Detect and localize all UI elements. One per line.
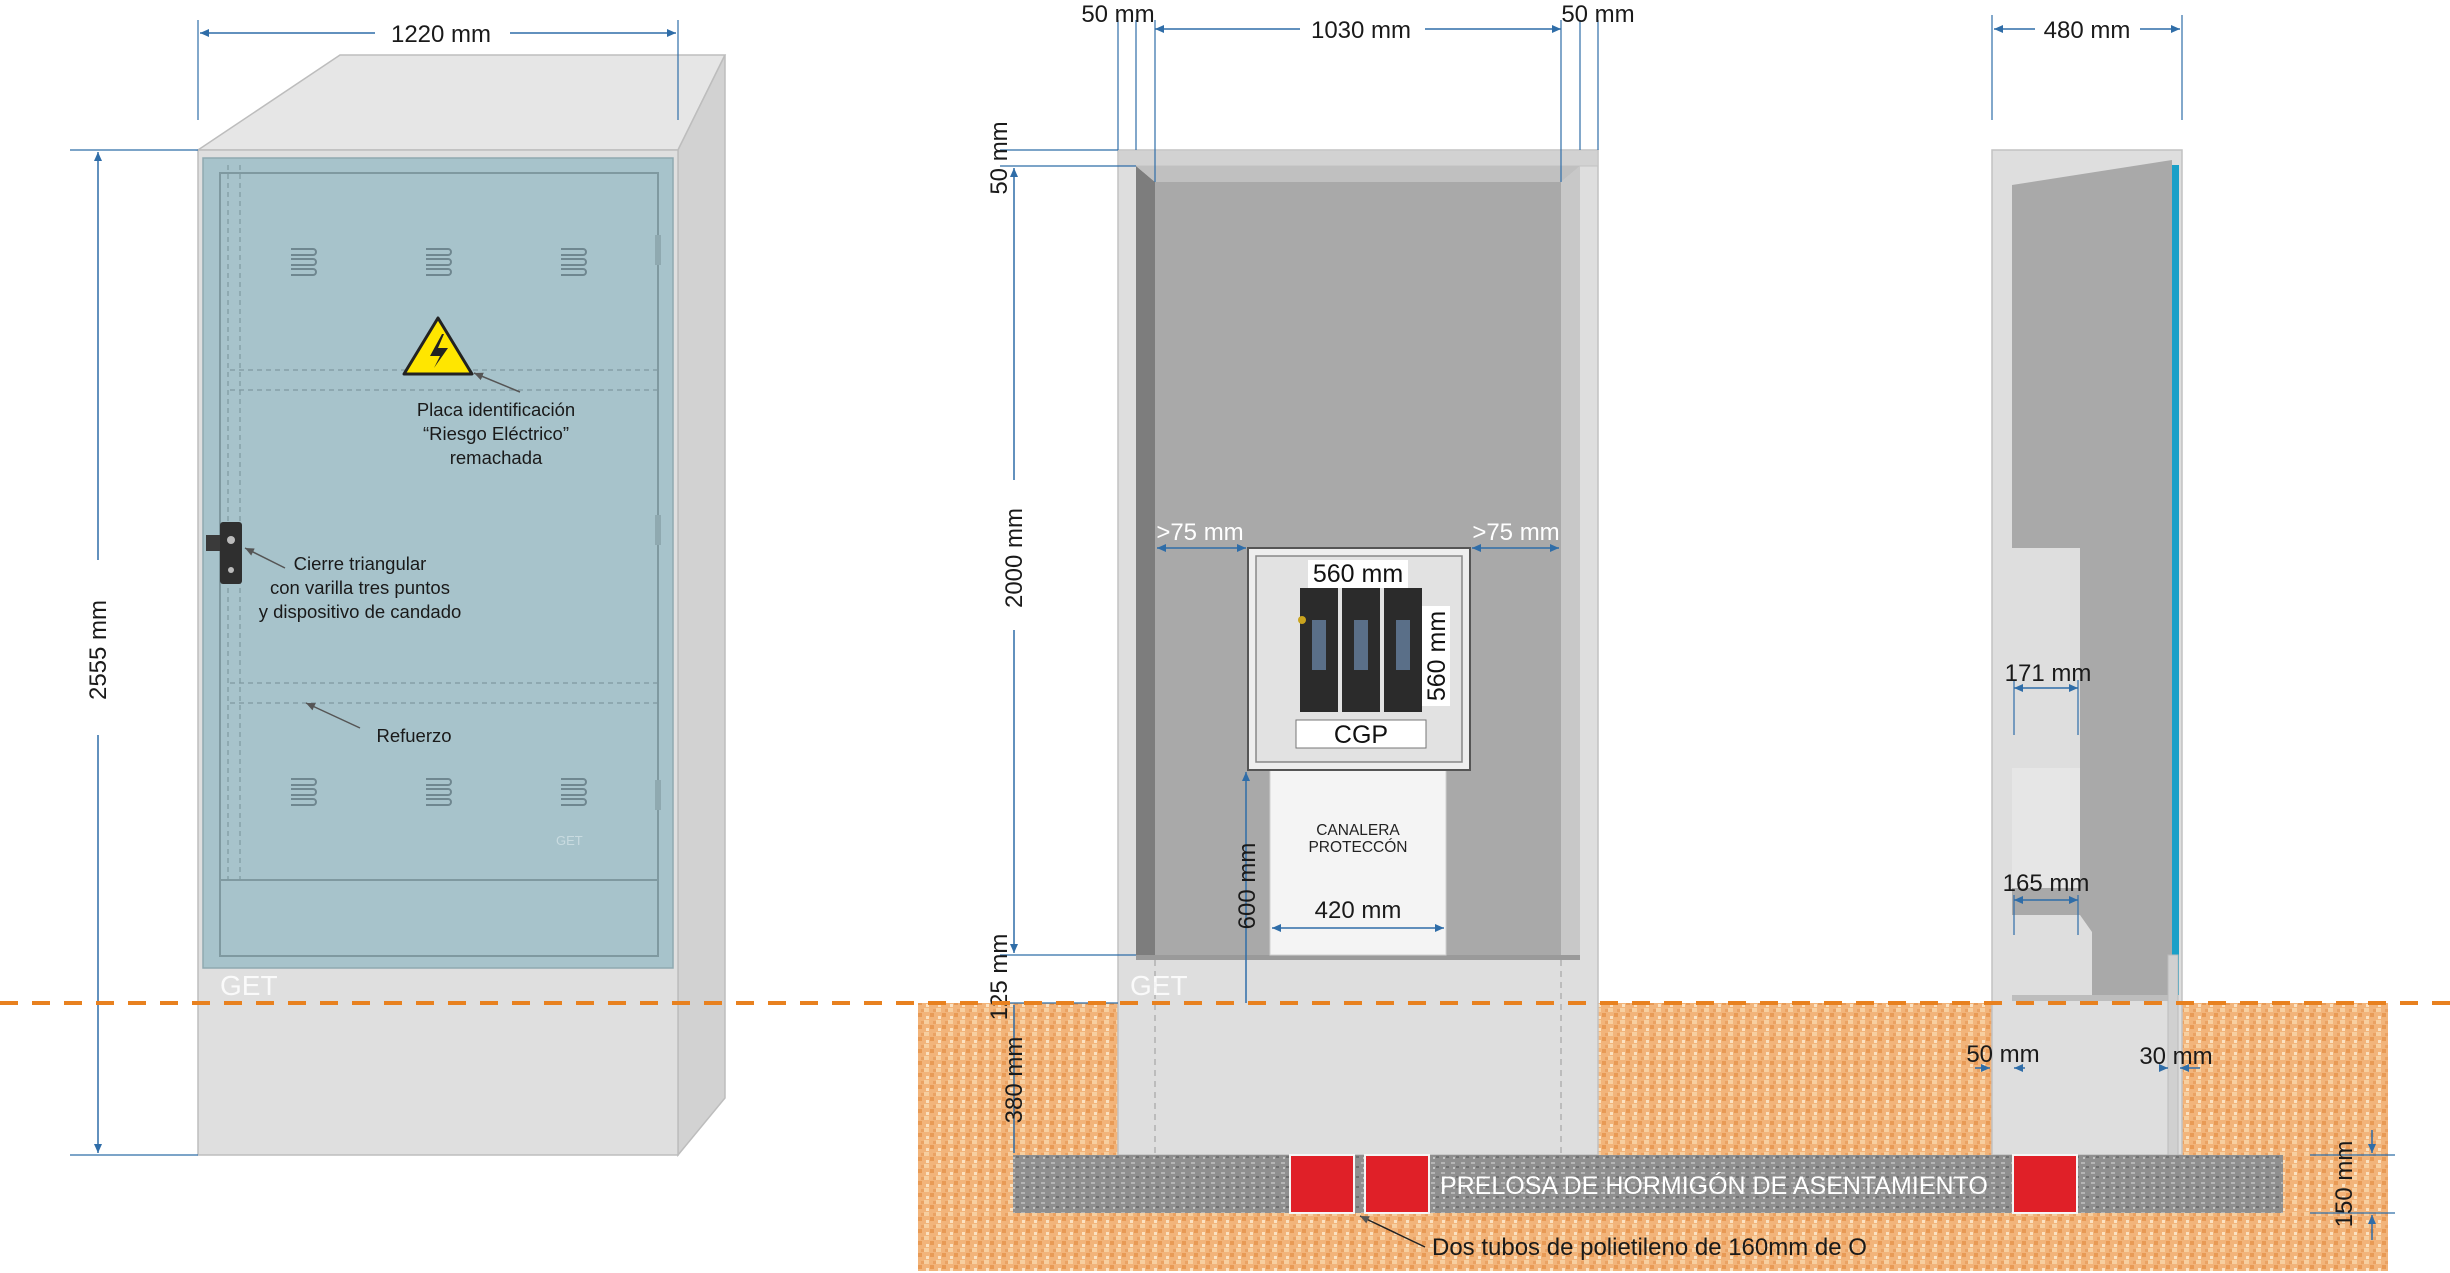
- inner-width-dim: 1030 mm: [1311, 17, 1411, 44]
- lock-callout-line3: y dispositivo de candado: [259, 601, 462, 622]
- upper-bracket-dim: 171 mm: [2005, 660, 2092, 687]
- tubes-callout: Dos tubos de polietileno de 160mm de O: [1432, 1234, 1867, 1261]
- interior-dimensions: [1000, 20, 1599, 1153]
- cgp-width-dim: 560 mm: [1313, 560, 1403, 588]
- sign-callout-line1: Placa identificación: [417, 399, 575, 420]
- cgp-label: CGP: [1334, 721, 1388, 749]
- side-cabinet: [1991, 149, 2183, 1156]
- lock-callout-line1: Cierre triangular: [294, 553, 427, 574]
- reinforcement-callout: Refuerzo: [376, 725, 451, 746]
- channel-label-line1: CANALERA: [1316, 822, 1400, 839]
- electrical-hazard-icon: [402, 316, 474, 376]
- slab-label: PRELOSA DE HORMIGÓN DE ASENTAMIENTO: [1440, 1171, 1988, 1200]
- slab-thickness-dim: 150 mm: [2331, 1141, 2358, 1228]
- base-height-dim: 125 mm: [986, 934, 1013, 1021]
- front-brand-label: GET: [220, 970, 278, 1001]
- cgp-height-dim: 560 mm: [1423, 611, 1451, 701]
- top-wall-dim: 50 mm: [986, 121, 1013, 194]
- front-width-dim: 1220 mm: [391, 21, 491, 48]
- right-wall-dim: 50 mm: [1561, 1, 1634, 28]
- front-height-dim: 2555 mm: [85, 600, 112, 700]
- vent-grilles: [291, 248, 587, 806]
- sign-callout-line2: “Riesgo Eléctrico”: [423, 423, 569, 444]
- side-depth-dim: 480 mm: [2044, 17, 2131, 44]
- front-cabinet: [195, 54, 727, 1158]
- channel-width-dim: 420 mm: [1315, 897, 1402, 924]
- left-wall-dim: 50 mm: [1081, 1, 1154, 28]
- cgp-height-label-bg: [1422, 606, 1450, 706]
- channel-label-line2: PROTECCÓN: [1308, 839, 1407, 856]
- right-clearance-dim: >75 mm: [1472, 519, 1559, 546]
- inner-height-dim: 2000 mm: [1001, 508, 1028, 608]
- lock-callout-line2: con varilla tres puntos: [270, 577, 450, 598]
- side-dimensions: [1975, 15, 2395, 1240]
- front-callout-arrows: [244, 372, 521, 729]
- front-dimensions: [70, 20, 679, 1156]
- back-wall-dim: 50 mm: [1966, 1041, 2039, 1068]
- sign-callout-line3: remachada: [450, 447, 543, 468]
- cgp-base-height-dim: 600 mm: [1234, 843, 1261, 930]
- foundation-slab: [1013, 1154, 2283, 1248]
- door-brand-mark: GET: [556, 833, 583, 848]
- left-clearance-dim: >75 mm: [1156, 519, 1243, 546]
- interior-brand-label: GET: [1130, 970, 1188, 1001]
- buried-depth-dim: 380 mm: [1001, 1037, 1028, 1124]
- door-thickness-dim: 30 mm: [2139, 1043, 2212, 1070]
- cgp-width-label-bg: [1308, 560, 1408, 588]
- lower-bracket-dim: 165 mm: [2003, 870, 2090, 897]
- door-lock-icon: [206, 522, 242, 584]
